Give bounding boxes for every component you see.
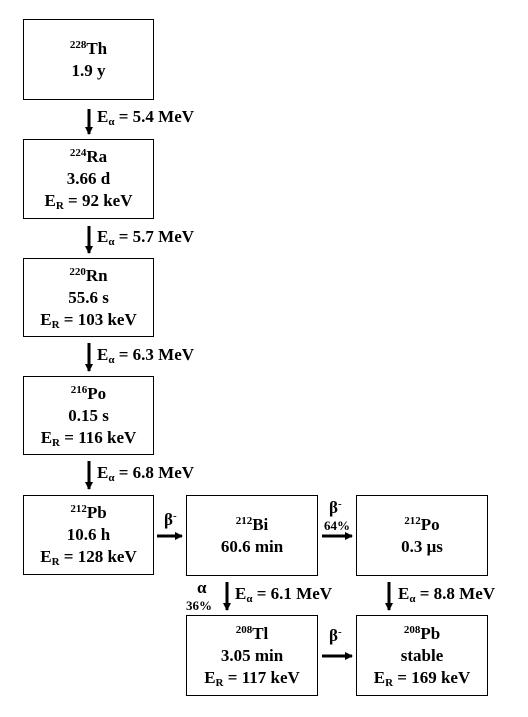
alpha-energy-label: Eα = 8.8 MeV <box>398 584 496 605</box>
recoil-energy: ER = 128 keV <box>40 547 137 568</box>
recoil-energy: ER = 169 keV <box>373 667 471 689</box>
half-life: 3.66 d <box>66 169 111 188</box>
isotope-label: 212Bi <box>235 514 269 534</box>
half-life: 3.05 min <box>220 645 284 665</box>
isotope-label: 224Ra <box>69 147 108 166</box>
node-ra224: 224Ra 3.66 d ER = 92 keV <box>23 139 154 219</box>
alpha-energy-label: Eα = 5.4 MeV <box>97 107 195 128</box>
isotope-label: 208Tl <box>235 623 269 643</box>
half-life: 60.6 min <box>220 536 284 556</box>
recoil-energy: ER = 116 keV <box>40 427 137 449</box>
recoil-energy: ER = 92 keV <box>44 191 133 212</box>
node-po212: 212Po 0.3 μs <box>356 495 488 576</box>
recoil-energy: ER = 117 keV <box>204 667 300 689</box>
recoil-energy: ER = 103 keV <box>40 309 137 331</box>
node-pb212: 212Pb 10.6 h ER = 128 keV <box>23 495 154 575</box>
isotope-label: 220Rn <box>69 265 108 285</box>
isotope-label: 228Th <box>69 38 108 58</box>
half-life: 10.6 h <box>66 525 111 544</box>
node-bi212: 212Bi 60.6 min <box>186 495 318 576</box>
isotope-label: 212Po <box>404 514 440 534</box>
alpha-label: α <box>197 578 207 597</box>
isotope-label: 216Po <box>70 383 107 403</box>
half-life: 0.3 μs <box>401 536 443 556</box>
branch-ratio: 64% <box>324 518 350 533</box>
node-tl208: 208Tl 3.05 min ER = 117 keV <box>186 615 318 696</box>
beta-label: β- <box>164 510 177 529</box>
half-life: stable <box>400 645 444 665</box>
alpha-energy-label: Eα = 5.7 MeV <box>97 227 195 248</box>
half-life: 1.9 y <box>71 60 106 80</box>
alpha-energy-label: Eα = 6.1 MeV <box>235 584 333 605</box>
half-life: 55.6 s <box>68 287 109 307</box>
node-rn220: 220Rn 55.6 s ER = 103 keV <box>23 258 154 337</box>
branch-ratio: 36% <box>186 598 212 613</box>
beta-label: β- <box>329 498 342 517</box>
beta-label: β- <box>329 626 342 645</box>
isotope-label: 212Pb <box>70 503 107 522</box>
node-pb208: 208Pb stable ER = 169 keV <box>356 615 488 696</box>
node-po216: 216Po 0.15 s ER = 116 keV <box>23 376 154 455</box>
alpha-energy-label: Eα = 6.3 MeV <box>97 345 195 366</box>
alpha-energy-label: Eα = 6.8 MeV <box>97 463 195 484</box>
half-life: 0.15 s <box>68 405 109 425</box>
isotope-label: 208Pb <box>403 623 441 643</box>
node-th228: 228Th 1.9 y <box>23 19 154 100</box>
